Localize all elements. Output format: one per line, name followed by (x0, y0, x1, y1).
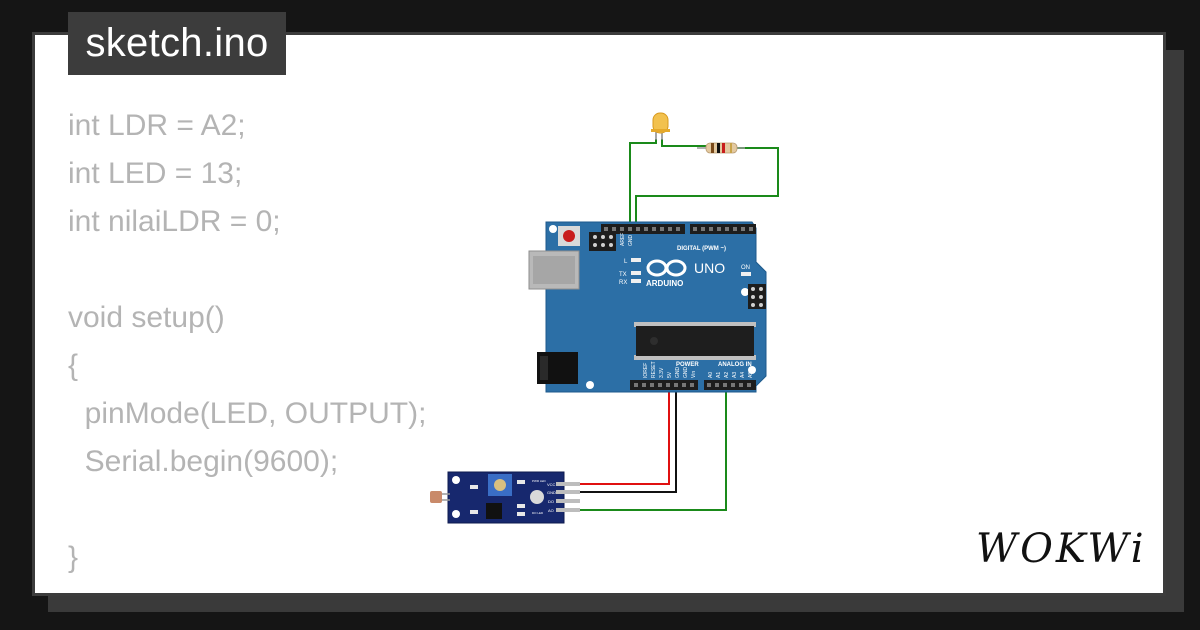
pin-label-vcc: VCC (547, 482, 556, 487)
pin-label-a2: A2 (724, 372, 730, 378)
analog-header-label: ANALOG IN (718, 362, 752, 368)
code-line: int LDR = A2; (68, 109, 246, 142)
code-line: void setup() (68, 301, 225, 334)
wire-ao[interactable] (580, 388, 727, 511)
wire-led-cathode[interactable] (629, 139, 657, 226)
pin-label-vin: Vin (691, 371, 697, 378)
do-led-label: DO LED (532, 511, 544, 515)
module-pins (556, 482, 580, 512)
arduino-model-label: UNO (694, 260, 725, 276)
icsp-header (589, 232, 766, 309)
analog-header (704, 380, 756, 390)
gnd-pin-label: GND (628, 235, 634, 247)
digital-header (601, 224, 756, 234)
l-led-label: L (624, 259, 628, 265)
power-header (630, 380, 698, 390)
photoresistor (430, 491, 442, 503)
code-editor[interactable]: int LDR = A2; int LED = 13; int nilaiLDR… (68, 102, 426, 582)
digital-header-label: DIGITAL (PWM ~) (677, 246, 726, 252)
tx-led-label: TX (619, 272, 627, 278)
file-tab[interactable]: sketch.ino (68, 12, 286, 75)
wire-gnd[interactable] (580, 388, 677, 493)
code-line: } (68, 541, 79, 574)
pin-label-ioref: IOREF (643, 363, 649, 378)
pin-label-reset: RESET (651, 361, 657, 378)
pin-label-gnd: GND (683, 367, 689, 379)
code-line: pinMode(LED, OUTPUT); (68, 397, 427, 430)
module-pin-labels: VCC GND DO AO (547, 482, 556, 513)
code-line: { (68, 349, 79, 382)
led-component[interactable] (651, 112, 670, 140)
arduino-uno-board[interactable]: DIGITAL (PWM ~) AREF GND L TX RX ON UNO … (528, 221, 767, 393)
mounting-hole (549, 225, 557, 233)
microcontroller-chip (634, 322, 756, 360)
pwr-led-label: PWR LED (532, 479, 547, 483)
power-header-label: POWER (676, 362, 699, 368)
pin-label-do: DO (548, 499, 554, 504)
wire-vcc[interactable] (580, 388, 670, 485)
wires (580, 139, 779, 511)
pin-label-ao: AO (548, 508, 554, 513)
power-pin-labels: IOREF RESET 3.3V 5V GND GND Vin (643, 361, 697, 378)
pin-label-a5: A5 (748, 372, 754, 378)
aref-pin-label: AREF (620, 233, 626, 246)
arduino-infinity-icon (646, 259, 687, 277)
pin-label-a3: A3 (732, 372, 738, 378)
pin-label-a4: A4 (740, 372, 746, 378)
module-led-icon (530, 490, 544, 504)
on-led-label: ON (741, 265, 750, 271)
mounting-hole (586, 381, 594, 389)
resistor-component[interactable] (697, 142, 745, 154)
mounting-hole (748, 366, 756, 374)
pin-label-gnd: GND (547, 490, 556, 495)
code-line: int nilaiLDR = 0; (68, 205, 281, 238)
wokwi-logo: WOKWi (976, 526, 1147, 572)
code-line: Serial.begin(9600); (68, 445, 339, 478)
arduino-brand-label: ARDUINO (646, 279, 683, 288)
status-leds (631, 258, 751, 283)
wire-led-anode[interactable] (661, 139, 706, 147)
pin-label-5v: 5V (667, 371, 673, 378)
code-line: int LED = 13; (68, 157, 243, 190)
mounting-hole (741, 288, 749, 296)
analog-pin-labels: A0 A1 A2 A3 A4 A5 (708, 372, 754, 378)
pin-label-gnd: GND (675, 367, 681, 379)
rx-led-label: RX (619, 280, 627, 286)
ldr-sensor-module[interactable]: VCC GND DO AO PWR LED DO LED (430, 471, 580, 524)
module-led-labels: PWR LED DO LED (532, 479, 547, 515)
wire-resistor-pin13[interactable] (635, 147, 779, 226)
pin-label-a0: A0 (708, 372, 714, 378)
pin-label-3v3: 3.3V (659, 367, 665, 378)
pin-label-a1: A1 (716, 372, 722, 378)
